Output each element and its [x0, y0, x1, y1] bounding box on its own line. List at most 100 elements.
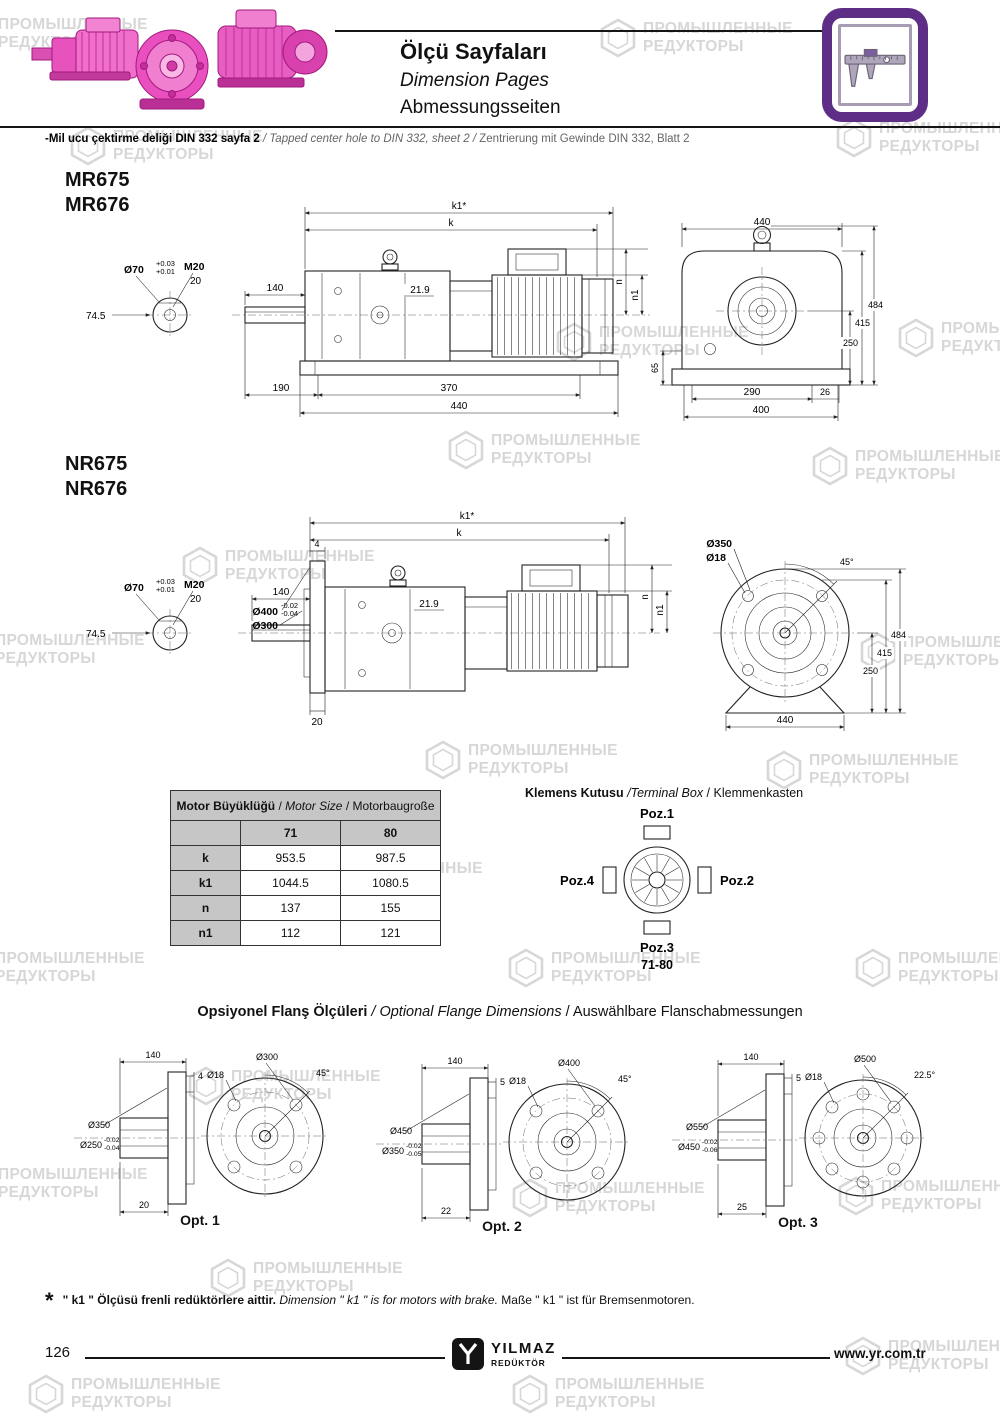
row-n1-val-80: 121 [340, 920, 441, 946]
row-k1-val-80: 1080.5 [340, 870, 441, 896]
mr-models: MR675 MR676 [65, 168, 129, 218]
page-title-de: Abmessungsseiten [400, 97, 561, 118]
nr-thread-len-label: 20 [190, 594, 202, 605]
page-number: 126 [45, 1344, 71, 1361]
flange1-tol-b: -0.04 [104, 1145, 120, 1152]
mr-thread-len-label: 20 [190, 276, 202, 287]
nr-dim-n1: n1 [655, 604, 666, 616]
flange3-hole-label: Ø18 [805, 1072, 822, 1082]
flange1-bc-label: Ø300 [256, 1052, 278, 1062]
nr-flange-dia-label: Ø400 [252, 606, 278, 618]
flange1-tol-a: -0.02 [104, 1137, 120, 1144]
opt2-caption: Opt. 2 [482, 1218, 522, 1234]
nr-front-250: 250 [863, 666, 878, 676]
motor-table-title-en: Motor Size [285, 798, 343, 813]
mr-dimension-lines [244, 207, 648, 417]
nr-shaft-tol-b: +0.01 [156, 585, 175, 594]
motor-table-title-tr: Motor Büyüklüğü [176, 798, 276, 813]
watermark-text-line1: ПРОМЫШЛЕННЫЕ [71, 1376, 221, 1393]
mr-front-view [671, 225, 851, 386]
page-title-tr: Ölçü Sayfaları [400, 39, 547, 64]
table-row: k1 1044.5 1080.5 [170, 870, 441, 896]
watermark-text-line1: ПРОМЫШЛЕННЫЕ [879, 120, 1000, 137]
watermark: ПРОМЫШЛЕННЫЕ РЕДУКТОРЫ [512, 1374, 705, 1414]
row-k1-val-71: 1044.5 [240, 870, 341, 896]
yilmaz-logo-icon [452, 1338, 484, 1370]
header-divider [0, 126, 1000, 128]
terminal-title-de: / Klemmenkasten [703, 786, 804, 800]
flange2-outer-label: Ø450 [390, 1126, 412, 1136]
flange-title-de: / Auswählbare Flanschabmessungen [561, 1004, 803, 1020]
mr-dim-190: 190 [273, 383, 290, 394]
flange2-dim-140: 140 [447, 1056, 462, 1066]
flange-title-tr: Opsiyonel Flanş Ölçüleri [197, 1004, 372, 1020]
flange3-angle-label: 22.5° [914, 1070, 936, 1080]
watermark-text-line1: ПРОМЫШЛЕННЫЕ [855, 448, 1000, 465]
row-n1-label: n1 [170, 920, 241, 946]
watermark-text-line2: РЕДУКТОРЫ [898, 968, 999, 985]
mr-dim-n1: n1 [630, 289, 641, 301]
watermark: ПРОМЫШЛЕННЫЕ РЕДУКТОРЫ [28, 1374, 221, 1414]
mr-dim-140: 140 [267, 283, 284, 294]
nr-flange-tol-a: -0.02 [281, 601, 298, 610]
flange2-angle-label: 45° [618, 1074, 632, 1084]
footer-rule-right [562, 1357, 830, 1359]
table-row: n 137 155 [170, 895, 441, 921]
flange1-dim-140: 140 [145, 1050, 160, 1060]
nr-shaft-detail [112, 590, 194, 657]
watermark-hexagon-icon [855, 948, 891, 988]
nr-dimension-drawing: Ø70 +0.03 +0.01 M20 20 74.5 [86, 511, 908, 731]
mr-front-290: 290 [744, 387, 761, 398]
row-n-val-71: 137 [240, 895, 341, 921]
flange1-hole-label: Ø18 [207, 1070, 224, 1080]
flange1-front-view [201, 1062, 329, 1200]
watermark-text-line1: ПРОМЫШЛЕННЫЕ [941, 320, 1000, 337]
footnote-asterisk: * [45, 1288, 54, 1313]
logo-text-yilmaz: YILMAZ [491, 1339, 556, 1357]
flange1-pilot-label: Ø250 [80, 1140, 102, 1150]
watermark-hexagon-icon [836, 118, 872, 158]
row-n-label: n [170, 895, 241, 921]
table-row: k 953.5 987.5 [170, 845, 441, 871]
watermark-text-line1: ПРОМЫШЛЕННЫЕ [898, 950, 1000, 967]
mr-front-440: 440 [754, 217, 771, 228]
footnote-tr: " k1 " Ölçüsü frenli redüktörlere aittir… [62, 1293, 277, 1307]
model-label-mr676: MR676 [65, 194, 130, 216]
nr-dim-k1: k1* [460, 511, 475, 522]
nr-front-415: 415 [877, 648, 892, 658]
watermark: ПРОМЫШЛЕННЫЕ РЕДУКТОРЫ [812, 446, 1000, 486]
watermark: ПРОМЫШЛЕННЫЕ РЕДУКТОРЫ [855, 948, 1000, 988]
flange2-tol-a: -0.02 [406, 1143, 422, 1150]
flange3-front-view [799, 1064, 927, 1202]
motor-table-title-sep: / [275, 798, 286, 813]
mr-shaft-dia-label: Ø70 [124, 264, 144, 276]
watermark-hexagon-icon [512, 1374, 548, 1414]
flange3-depth: 25 [737, 1202, 747, 1212]
watermark: ПРОМЫШЛЕННЫЕ РЕДУКТОРЫ [70, 126, 263, 166]
poz2-label: Poz.2 [720, 873, 754, 888]
mr-dim-440-base: 440 [451, 401, 468, 412]
nr-front-bc-label: Ø350 [706, 538, 732, 550]
flange2-bc-label: Ø400 [558, 1058, 580, 1068]
mr-front-250: 250 [843, 338, 858, 348]
product-photo-gearmotors [31, 9, 328, 110]
din-note-tr: -Mil ucu çektirme deliği DIN 332 sayfa 2 [45, 133, 260, 145]
flange2-tol-b: -0.05 [406, 1151, 422, 1158]
flange-section-title: Opsiyonel Flanş Ölçüleri / Optional Flan… [0, 1004, 1000, 1020]
mr-side-view [232, 248, 650, 376]
row-k1-label: k1 [170, 870, 241, 896]
flange3-tol-a: -0.02 [702, 1139, 718, 1146]
terminal-title-en: /Terminal Box [627, 786, 704, 800]
mr-thread-label: M20 [184, 261, 205, 273]
watermark: ПРОМЫШЛЕННЫЕ РЕДУКТОРЫ [766, 750, 959, 790]
flange-option-3-drawing: 140 5 Ø550 Ø450 -0.02 -0.06 25 Ø18 Ø500 … [672, 1052, 936, 1218]
nr-front-484: 484 [891, 630, 906, 640]
flange2-side-section [376, 1077, 504, 1211]
nr-dim-n: n [640, 594, 651, 600]
flange1-dim-step: 4 [198, 1071, 203, 1081]
watermark-hexagon-icon [28, 1374, 64, 1414]
poz4-label: Poz.4 [560, 873, 595, 888]
watermark-hexagon-icon [600, 18, 636, 58]
footer-rule-left [85, 1357, 445, 1359]
nr-front-hole-label: Ø18 [706, 552, 726, 564]
